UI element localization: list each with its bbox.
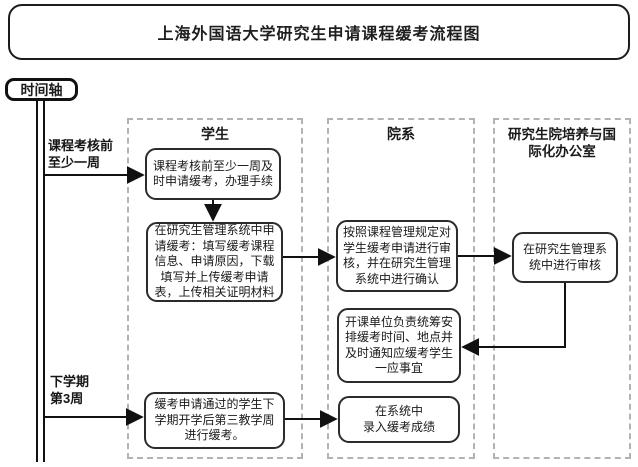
node-student-apply: 课程考核前至少一周及时申请缓考，办理手续 [145,148,281,200]
node-grad-office-review: 在研究生管理系统中进行审核 [512,232,618,283]
title-box: 上海外国语大学研究生申请课程缓考流程图 [8,4,630,60]
node-student-take-exam: 缓考申请通过的学生下学期开学后第三教学周进行缓考。 [144,392,285,449]
lane-grad-office: 研究生院培养与国 际化办公室 [493,118,631,459]
milestone-before-exam-label: 课程考核前 至少一周 [48,138,114,170]
lane-grad-office-header: 研究生院培养与国 际化办公室 [508,127,616,159]
timeline-axis-label: 时间轴 [20,81,63,98]
lane-student: 学生 [127,118,303,459]
timeline-axis-label-box: 时间轴 [5,78,78,101]
node-student-system-apply: 在研究生管理系统中申请缓考：填写缓考课程信息、申请原因，下载填写并上传缓考申请表… [146,222,283,302]
timeline-axis-line [36,100,45,462]
node-dept-record-grade: 在系统中 录入缓考成绩 [338,396,460,443]
node-dept-arrange: 开课单位负责统筹安排缓考时间、地点并及时通知应缓考学生一应事宜 [337,308,461,383]
lane-student-header: 学生 [201,126,229,142]
page-title: 上海外国语大学研究生申请课程缓考流程图 [157,26,481,43]
lane-department-header: 院系 [387,126,415,142]
node-dept-review: 按照课程管理规定对学生缓考申请进行审核，并在研究生管理系统中进行确认 [336,220,458,292]
milestone-week3-label: 下学期 第3周 [50,374,90,406]
